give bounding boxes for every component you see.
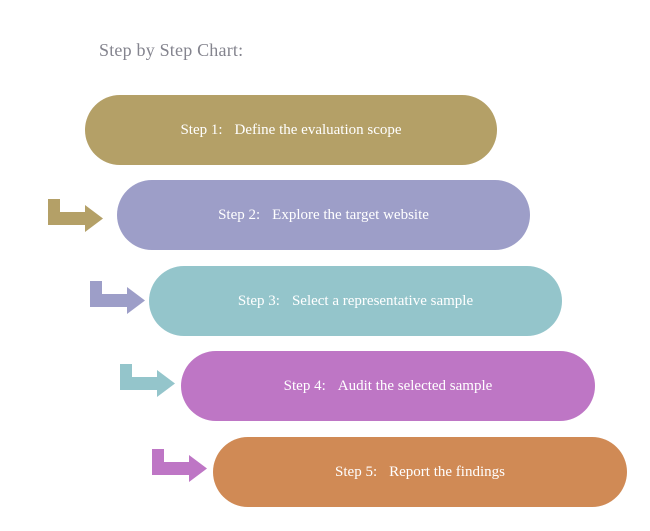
step-3-shape: Step 3: Select a representative sample: [149, 266, 562, 336]
bent-arrow-right-icon-4: [152, 449, 207, 482]
chart-title: Step by Step Chart:: [99, 40, 244, 60]
bent-arrow-right-icon-2: [90, 281, 145, 314]
step-2-text: Explore the target website: [272, 206, 429, 223]
step-4-shape: Step 4: Audit the selected sample: [181, 351, 595, 421]
step-1-text: Define the evaluation scope: [234, 121, 402, 138]
step-5-text: Report the findings: [389, 463, 505, 480]
step-1-number: Step 1:: [180, 121, 223, 138]
bent-arrow-right-icon-3: [120, 364, 175, 397]
step-5-shape: Step 5: Report the findings: [213, 437, 627, 507]
step-4-number: Step 4:: [283, 377, 326, 394]
step-4-text: Audit the selected sample: [337, 377, 493, 394]
bent-arrow-right-icon-1: [48, 199, 103, 232]
step-3-text: Select a representative sample: [291, 292, 474, 309]
step-1-shape: Step 1: Define the evaluation scope: [85, 95, 497, 165]
step-3-number: Step 3:: [237, 292, 280, 309]
step-2-shape: Step 2: Explore the target website: [117, 180, 530, 250]
step-2-number: Step 2:: [218, 206, 261, 223]
step-5-number: Step 5:: [335, 463, 378, 480]
